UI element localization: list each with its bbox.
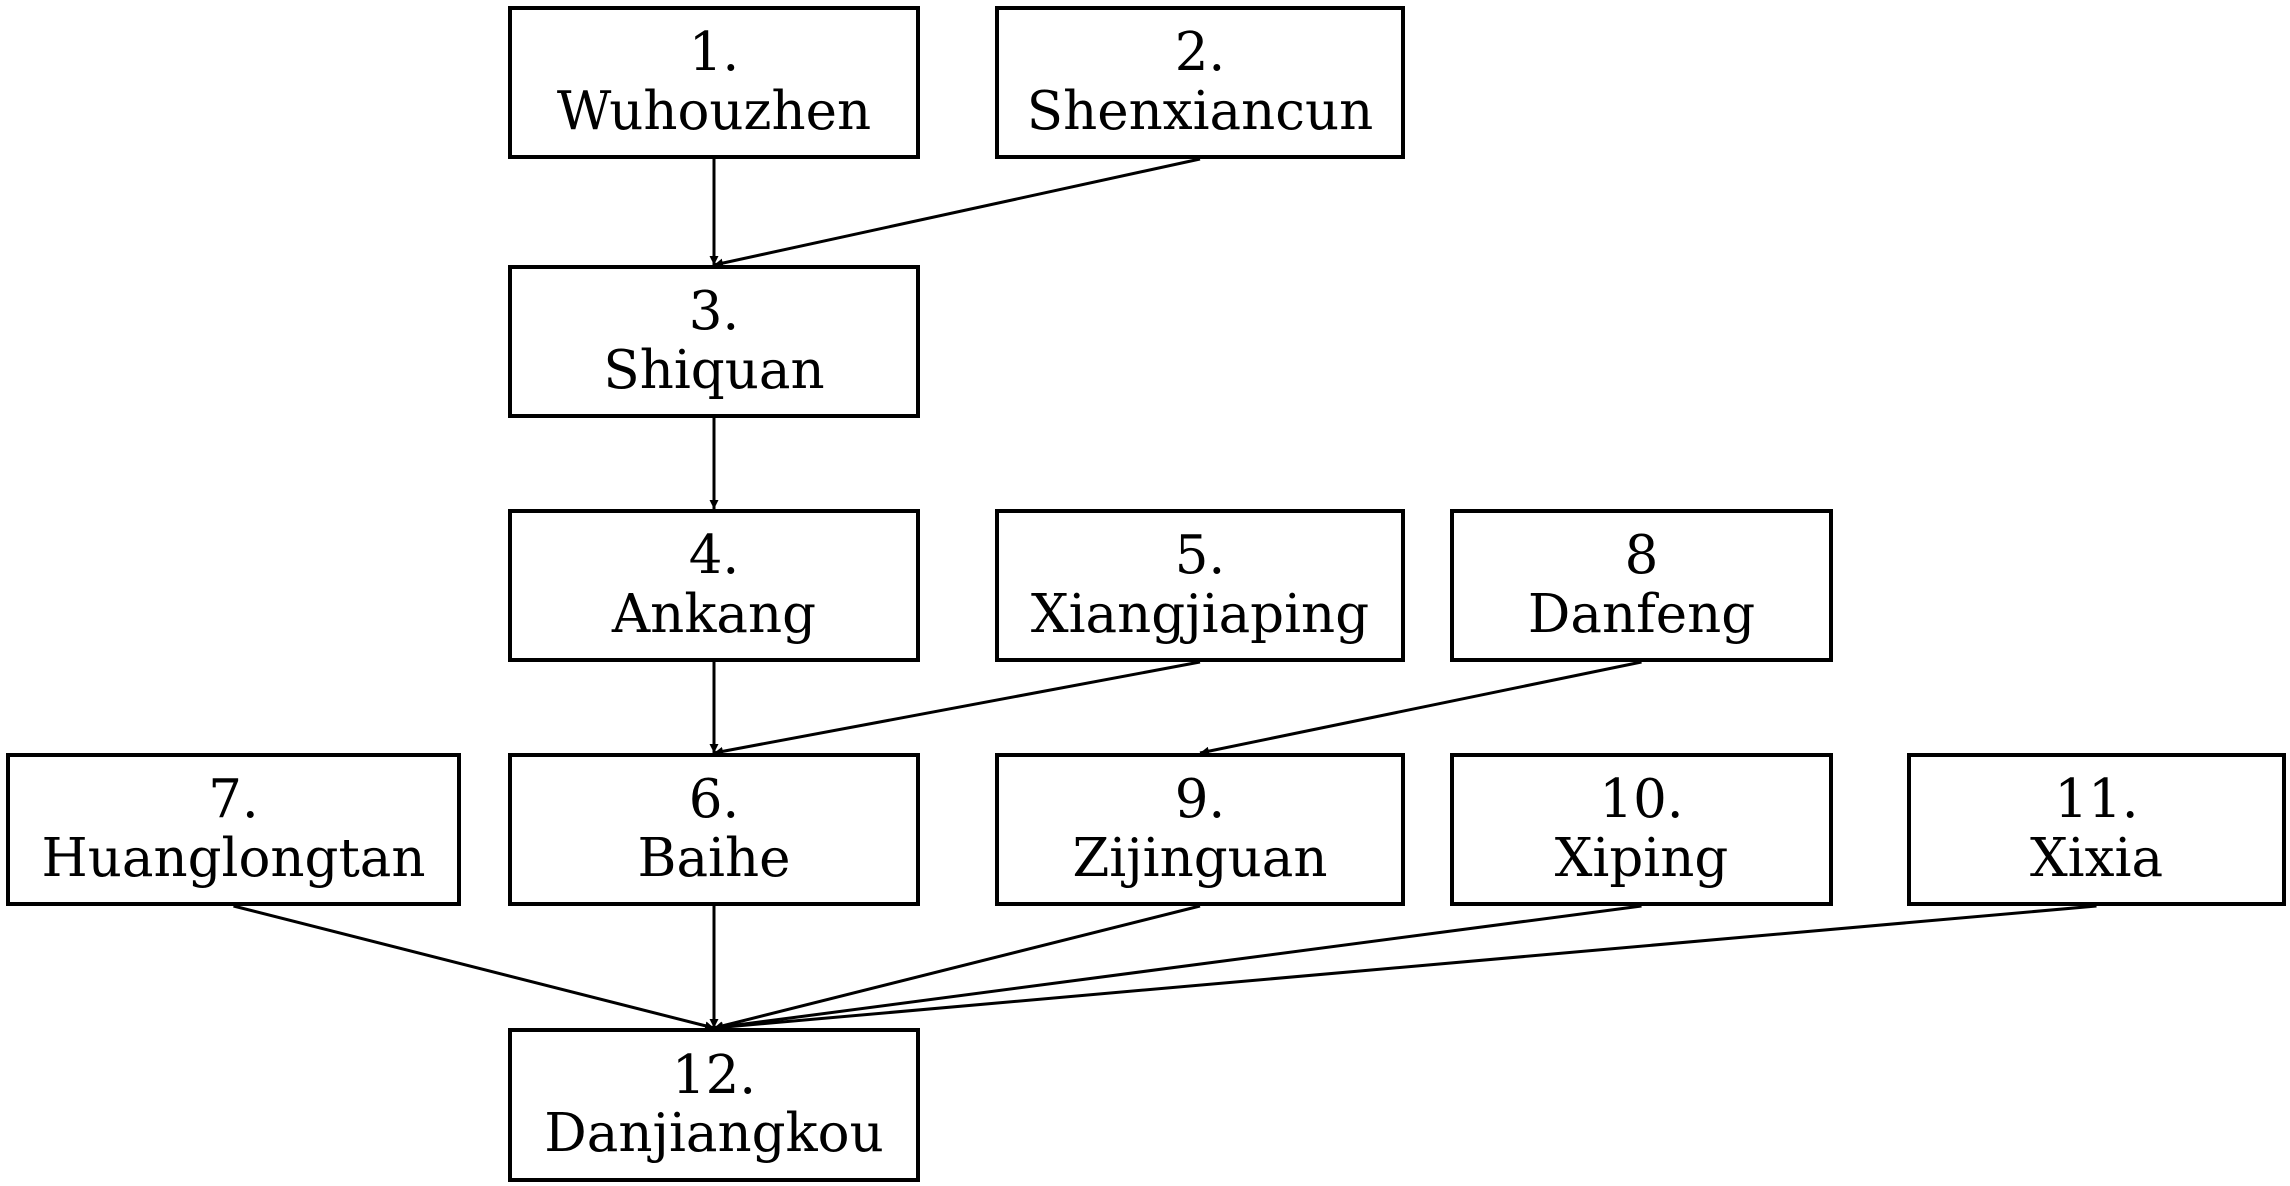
node-number: 8 [1624, 525, 1659, 587]
node-number: 2. [1174, 22, 1226, 84]
node-number: 3. [688, 281, 740, 343]
node-number: 4. [688, 525, 740, 587]
node-label: Xixia [2029, 827, 2164, 889]
node-label: Xiping [1554, 827, 1729, 889]
edge-n9-to-n12 [713, 904, 1201, 1031]
node-xiping: 10. Xiping [1450, 753, 1833, 906]
node-wuhouzhen: 1. Wuhouzhen [508, 6, 920, 159]
node-label: Huanglongtan [41, 827, 426, 889]
node-label: Danfeng [1527, 583, 1756, 645]
node-xixia: 11. Xixia [1907, 753, 2286, 906]
node-baihe: 6. Baihe [508, 753, 920, 906]
node-label: Ankang [611, 583, 817, 645]
edge-n11-to-n12 [713, 904, 2097, 1032]
edge-n10-to-n12 [713, 904, 1642, 1032]
node-shiquan: 3. Shiquan [508, 265, 920, 418]
node-label: Shiquan [603, 339, 825, 401]
node-zijinguan: 9. Zijinguan [995, 753, 1405, 906]
edge-n7-to-n12 [233, 904, 715, 1031]
node-ankang: 4. Ankang [508, 509, 920, 662]
node-huanglongtan: 7. Huanglongtan [6, 753, 461, 906]
node-label: Wuhouzhen [556, 80, 872, 142]
node-label: Shenxiancun [1026, 80, 1374, 142]
node-label: Zijinguan [1072, 827, 1328, 889]
node-danfeng: 8 Danfeng [1450, 509, 1833, 662]
node-number: 1. [688, 22, 740, 84]
node-number: 11. [2054, 769, 2139, 831]
node-number: 6. [688, 769, 740, 831]
node-label: Baihe [637, 827, 791, 889]
node-danjiangkou: 12. Danjiangkou [508, 1028, 920, 1182]
node-number: 7. [208, 769, 259, 831]
node-xiangjiaping: 5. Xiangjiaping [995, 509, 1405, 662]
node-label: Danjiangkou [544, 1103, 884, 1164]
node-number: 9. [1174, 769, 1226, 831]
node-number: 5. [1174, 525, 1226, 587]
node-label: Xiangjiaping [1030, 583, 1370, 645]
edge-n8-to-n9 [1199, 660, 1642, 756]
node-shenxiancun: 2. Shenxiancun [995, 6, 1405, 159]
node-number: 10. [1599, 769, 1684, 831]
node-number: 12. [671, 1044, 757, 1106]
edge-n2-to-n3 [713, 157, 1201, 268]
edge-n5-to-n6 [713, 660, 1201, 756]
